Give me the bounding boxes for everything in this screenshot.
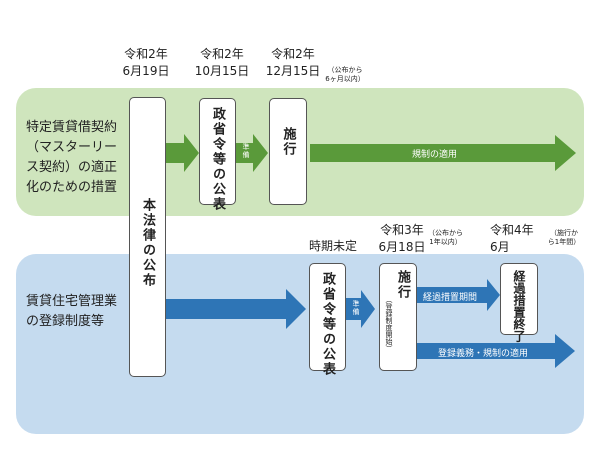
blue-arrow-prep xyxy=(346,290,375,328)
promulgation-box: 本法律の公布 xyxy=(129,97,166,377)
green-main-arrow-label: 規制の適用 xyxy=(412,150,458,160)
green-decree-box: 政省令等の公表 xyxy=(199,98,236,212)
date-enforce-green: 令和2年 12月15日 xyxy=(265,47,321,78)
promulgation-text: 本法律の公布 xyxy=(140,198,155,288)
blue-enforce-box: 施行 （登録制度開始） xyxy=(379,263,417,371)
date-end-note: （施行か ら1年間） xyxy=(547,229,581,246)
blue-arrow-main xyxy=(417,334,575,368)
blue-arrow-transition xyxy=(417,279,500,311)
blue-end-box: 経過措置終了 xyxy=(500,263,538,342)
green-decree-text: 政省令等の公表 xyxy=(210,107,225,212)
date-end: 令和4年 6月 xyxy=(490,223,534,254)
green-arrow-main xyxy=(310,135,576,171)
green-band-label: 特定賃貸借契約 （マスターリー ス契約）の適正 化のための措置 xyxy=(26,120,118,195)
blue-transition-label: 経過措置期間 xyxy=(423,293,478,303)
green-enforce-box: 施行 xyxy=(269,98,307,205)
blue-band-label: 賃貸住宅管理業 の登録制度等 xyxy=(26,294,118,329)
date-decree-green: 令和2年 10月15日 xyxy=(194,47,250,78)
blue-end-text: 経過措置終了 xyxy=(512,270,526,342)
blue-main-arrow-label: 登録義務・規制の適用 xyxy=(438,349,529,359)
green-prep-label: 準備 xyxy=(242,143,250,159)
date-enforce-green-note: （公布から 6ヶ月以内） xyxy=(325,66,365,83)
blue-decree-box: 政省令等の公表 xyxy=(309,263,346,377)
blue-enforce-subtext: （登録制度開始） xyxy=(385,296,393,352)
green-arrow-prep xyxy=(236,134,268,172)
green-enforce-text: 施行 xyxy=(280,127,296,157)
date-enforce-blue-note: （公布から 1年以内） xyxy=(428,229,463,246)
blue-decree-text: 政省令等の公表 xyxy=(320,272,335,377)
date-promulgation: 令和2年 6月19日 xyxy=(122,47,170,78)
date-enforce-blue: 令和3年 6月18日 xyxy=(378,223,426,254)
date-undecided: 時期未定 xyxy=(308,239,357,253)
blue-arrow-to-decree xyxy=(166,289,306,329)
green-arrow-to-decree xyxy=(166,134,199,172)
blue-enforce-text: 施行 xyxy=(395,270,410,300)
blue-prep-label: 準備 xyxy=(352,300,360,316)
